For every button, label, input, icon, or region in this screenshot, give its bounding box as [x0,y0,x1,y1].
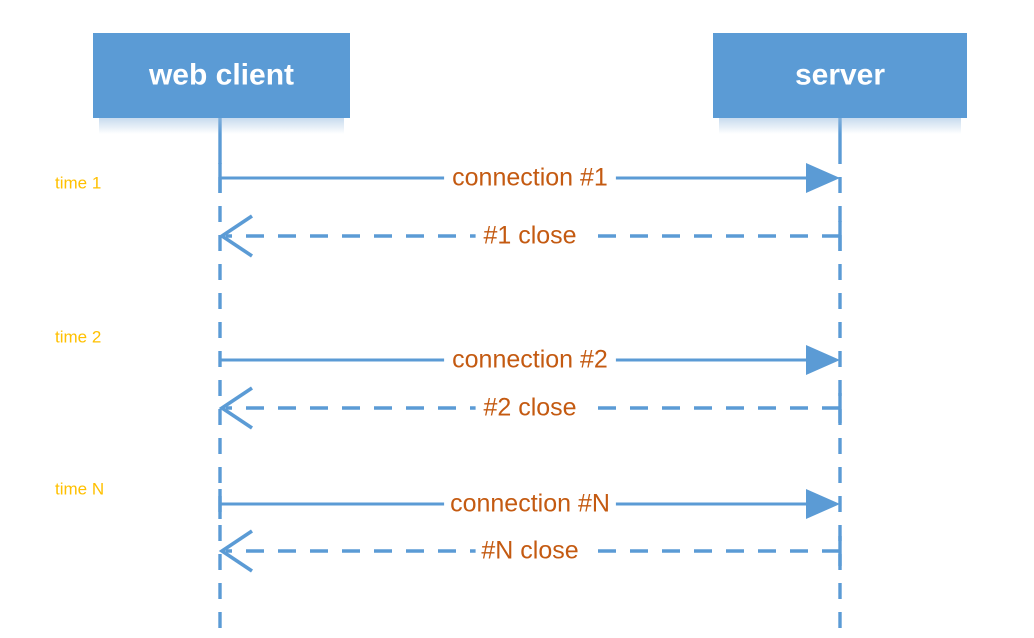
participant-nodes-group: web client server [93,33,967,134]
arrowhead-filled-right-icon [806,489,840,519]
participant-box-shadow [719,118,961,134]
message-label-backing [475,220,585,252]
time-separators-group [33,150,968,460]
participant-box[interactable] [713,33,967,118]
time-labels-group: time 1 time 2 time N [55,173,104,498]
message-label-backing [475,535,585,567]
message-2: #1 close [218,214,842,258]
time-label-1: time 1 [55,173,101,192]
messages-group: connection #1 #1 close connection #2 #2 clo… [218,162,842,573]
arrowhead-filled-right-icon [806,163,840,193]
message-label-backing [475,392,585,424]
message-label: connection #1 [452,164,608,192]
arrowhead-filled-right-icon [806,345,840,375]
message-3: connection #2 [220,344,840,376]
arrowhead-open-left-icon [218,386,253,430]
message-label-backing [444,162,616,194]
message-label: #N close [481,537,578,565]
time-label-2: time 2 [55,327,101,346]
message-label: #2 close [483,394,576,422]
message-label: connection #N [450,490,610,518]
arrowhead-open-left-icon [218,529,253,573]
message-label-backing [444,344,616,376]
message-1: connection #1 [218,162,840,194]
message-6: #N close [218,529,842,573]
message-4: #2 close [218,386,842,430]
time-label-3: time N [55,479,104,498]
message-label-backing [444,488,616,520]
message-label: connection #2 [452,346,608,374]
participant-box[interactable] [93,33,350,118]
arrowhead-open-left-icon [218,214,253,258]
participant-client[interactable]: web client [93,33,350,134]
participant-server[interactable]: server [713,33,967,134]
participant-label: server [795,58,885,91]
participant-box-shadow [99,118,344,134]
participant-label: web client [148,58,294,91]
message-5: connection #N [218,488,840,520]
message-label: #1 close [483,222,576,250]
